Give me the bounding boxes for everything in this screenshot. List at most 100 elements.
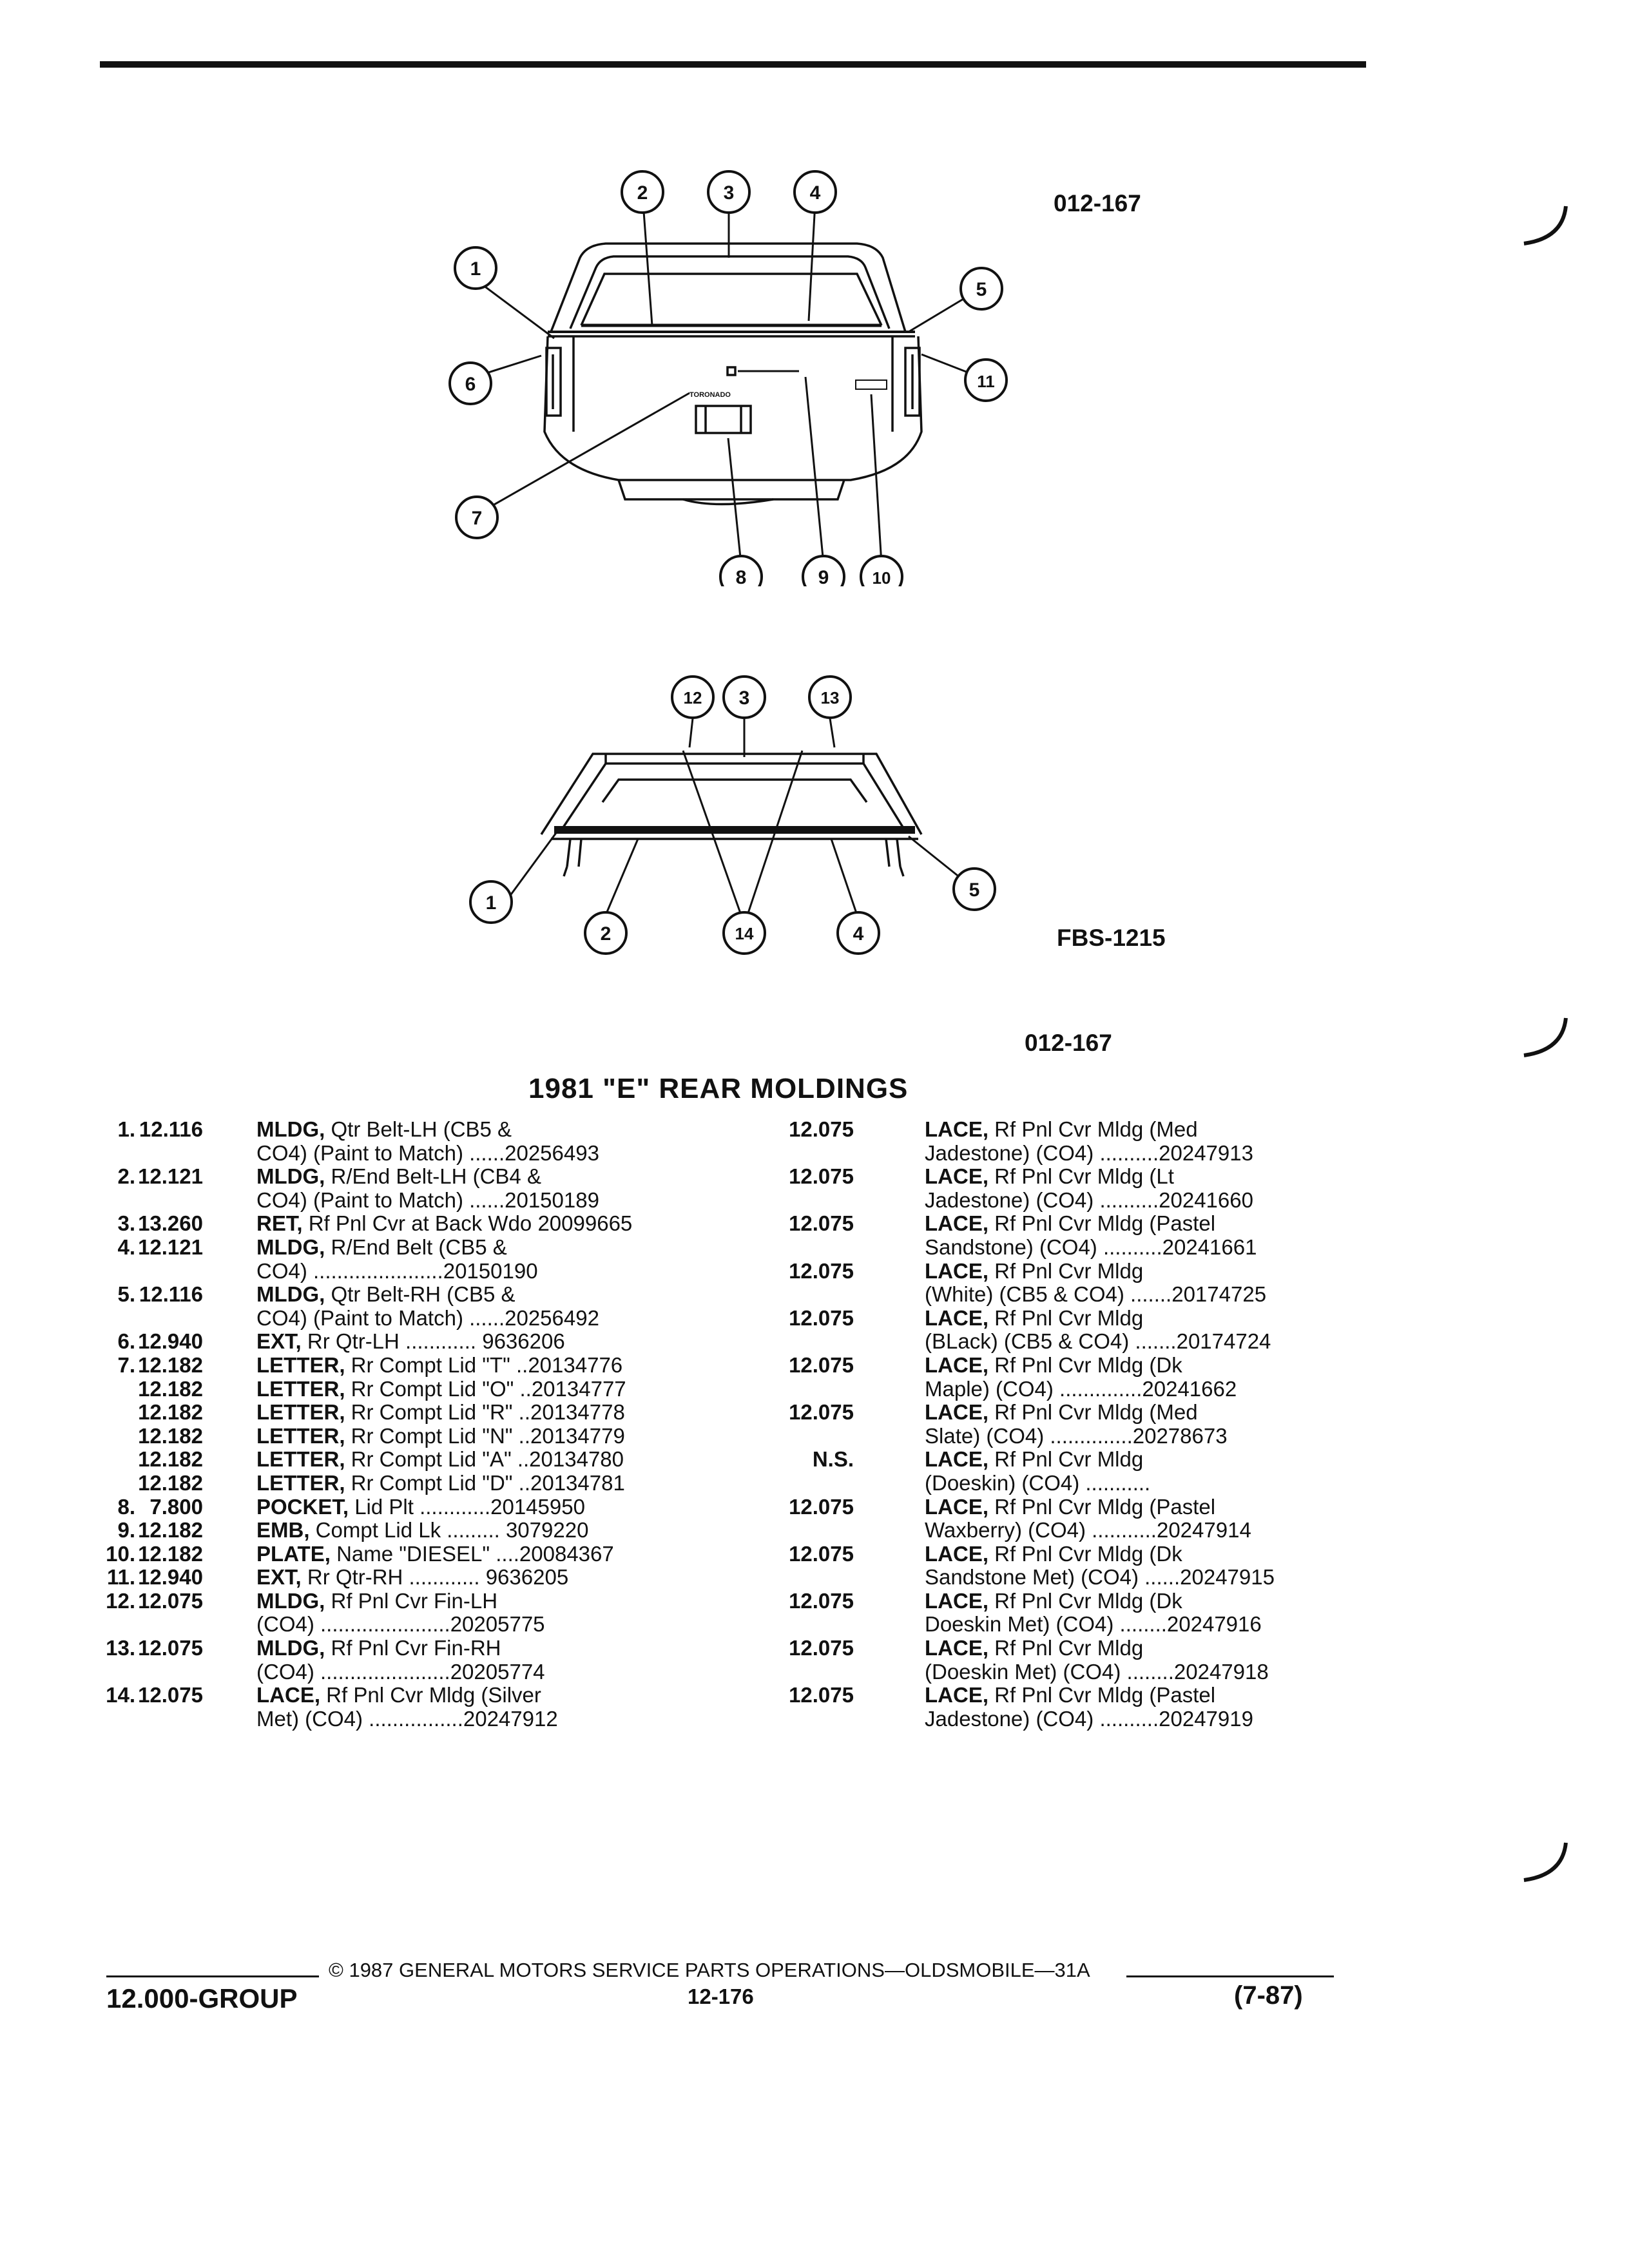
part-detail: Rr Compt Lid "A" ..20134780: [351, 1447, 624, 1472]
part-detail: (CO4) ......................20205775: [256, 1612, 545, 1637]
edge-mark-3: [1523, 1842, 1568, 1882]
table-row: (Doeskin) (CO4) ...........: [735, 1470, 1379, 1495]
catalog-number: 12.121: [138, 1164, 203, 1189]
table-row: Maple) (CO4) ..............20241662: [735, 1376, 1379, 1401]
description: Maple) (CO4) ..............20241662: [925, 1376, 1237, 1401]
part-detail: Doeskin Met) (CO4) ........20247916: [925, 1612, 1262, 1637]
table-row: (BLack) (CB5 & CO4) .......20174724: [735, 1330, 1379, 1354]
description: PLATE, Name "DIESEL" ....20084367: [256, 1542, 614, 1566]
catalog-number: N.S.: [812, 1447, 854, 1472]
part-detail: Slate) (CO4) ..............20278673: [925, 1423, 1228, 1448]
footer-rule-left: [106, 1975, 319, 1977]
part-detail: Rf Pnl Cvr Mldg (Dk: [994, 1541, 1182, 1566]
part-detail: Rf Pnl Cvr Mldg: [994, 1258, 1144, 1283]
part-name: LACE,: [925, 1636, 988, 1660]
footer-rule-right: [1126, 1975, 1334, 1977]
description: LACE, Rf Pnl Cvr Mldg (Silver: [256, 1683, 541, 1707]
item-number: 14.: [106, 1683, 135, 1707]
part-detail: Rf Pnl Cvr Mldg: [994, 1447, 1144, 1472]
rear-view-diagram: TORONADO 1 2 3 4 5 6 7 8: [448, 170, 1008, 586]
table-row: CO4) (Paint to Match) ......20150189: [97, 1187, 741, 1213]
part-detail: Rf Pnl Cvr Mldg (Silver: [326, 1683, 541, 1707]
description: LACE, Rf Pnl Cvr Mldg: [925, 1306, 1143, 1331]
table-row: (White) (CB5 & CO4) .......20174725: [735, 1282, 1379, 1307]
description: RET, Rf Pnl Cvr at Back Wdo 20099665: [256, 1212, 632, 1236]
description: LETTER, Rr Compt Lid "A" ..20134780: [256, 1448, 624, 1472]
description: LETTER, Rr Compt Lid "D" ..20134781: [256, 1470, 625, 1495]
description: MLDG, Qtr Belt-RH (CB5 &: [256, 1282, 516, 1307]
part-detail: Maple) (CO4) ..............20241662: [925, 1376, 1237, 1401]
description: MLDG, Rf Pnl Cvr Fin-RH: [256, 1636, 501, 1660]
item-number: 4.: [117, 1235, 135, 1259]
catalog-number: 12.116: [139, 1117, 203, 1141]
part-detail: Met) (CO4) ................20247912: [256, 1706, 558, 1731]
part-detail: CO4) ......................20150190: [256, 1258, 538, 1283]
part-detail: (Doeskin) (CO4) ...........: [925, 1470, 1151, 1495]
part-detail: Rf Pnl Cvr Mldg (Dk: [994, 1352, 1182, 1377]
part-detail: Rf Pnl Cvr Mldg (Med: [994, 1400, 1198, 1425]
callout-3: 3: [724, 182, 735, 204]
table-row: Met) (CO4) ................20247912: [97, 1707, 741, 1731]
catalog-number: 12.075: [789, 1352, 854, 1377]
description: MLDG, Qtr Belt-LH (CB5 &: [256, 1117, 512, 1142]
callout-9: 9: [818, 567, 829, 586]
part-name: POCKET,: [256, 1494, 349, 1519]
part-detail: Rf Pnl Cvr Mldg (Dk: [994, 1588, 1182, 1613]
catalog-number: 12.075: [789, 1164, 854, 1189]
catalog-number: 12.182: [138, 1447, 203, 1472]
description: CO4) (Paint to Match) ......20150189: [256, 1187, 599, 1213]
part-detail: Compt Lid Lk ......... 3079220: [315, 1518, 589, 1542]
part-name: EMB,: [256, 1518, 310, 1542]
part-name: EXT,: [256, 1565, 302, 1590]
catalog-number: 12.182: [138, 1352, 203, 1377]
part-detail: Rf Pnl Cvr Mldg (Pastel: [994, 1211, 1216, 1236]
callout-2: 2: [637, 182, 648, 204]
callout-10: 10: [872, 568, 891, 586]
callout-4b: 4: [853, 923, 864, 945]
part-detail: Waxberry) (CO4) ...........20247914: [925, 1518, 1251, 1542]
table-row: (Doeskin Met) (CO4) ........20247918: [735, 1660, 1379, 1684]
part-detail: Rr Compt Lid "O" ..20134777: [351, 1376, 626, 1401]
part-name: LACE,: [925, 1211, 988, 1236]
table-row: Jadestone) (CO4) ..........20247919: [735, 1707, 1379, 1731]
part-name: LETTER,: [256, 1470, 345, 1495]
description: CO4) ......................20150190: [256, 1258, 538, 1283]
part-detail: Rf Pnl Cvr Mldg (Lt: [994, 1164, 1174, 1189]
part-name: LACE,: [925, 1494, 988, 1519]
item-number: 13.: [106, 1636, 135, 1660]
part-detail: Sandstone) (CO4) ..........20241661: [925, 1235, 1257, 1259]
item-number: 10.: [106, 1541, 135, 1566]
catalog-number: 12.121: [138, 1235, 203, 1259]
part-detail: Rf Pnl Cvr Fin-LH: [331, 1588, 498, 1613]
description: (CO4) ......................20205774: [256, 1660, 545, 1684]
part-detail: Rr Compt Lid "T" ..20134776: [351, 1352, 623, 1377]
description: LETTER, Rr Compt Lid "T" ..20134776: [256, 1352, 623, 1378]
part-name: MLDG,: [256, 1588, 325, 1613]
catalog-number: 12.075: [789, 1588, 854, 1613]
item-number: 8.: [117, 1494, 135, 1519]
footer-page-number: 12-176: [688, 1984, 754, 2008]
description: EXT, Rr Qtr-RH ............ 9636205: [256, 1565, 568, 1590]
description: EMB, Compt Lid Lk ......... 3079220: [256, 1518, 589, 1542]
part-name: LETTER,: [256, 1376, 345, 1401]
roof-view-diagram: 12 3 13 1 2 14 4 5: [469, 675, 996, 955]
part-detail: CO4) (Paint to Match) ......20150189: [256, 1187, 599, 1212]
catalog-number: 12.075: [789, 1258, 854, 1283]
callout-5b: 5: [969, 879, 980, 901]
part-detail: Qtr Belt-RH (CB5 &: [331, 1282, 516, 1307]
part-detail: Rr Compt Lid "N" ..20134779: [351, 1423, 625, 1448]
